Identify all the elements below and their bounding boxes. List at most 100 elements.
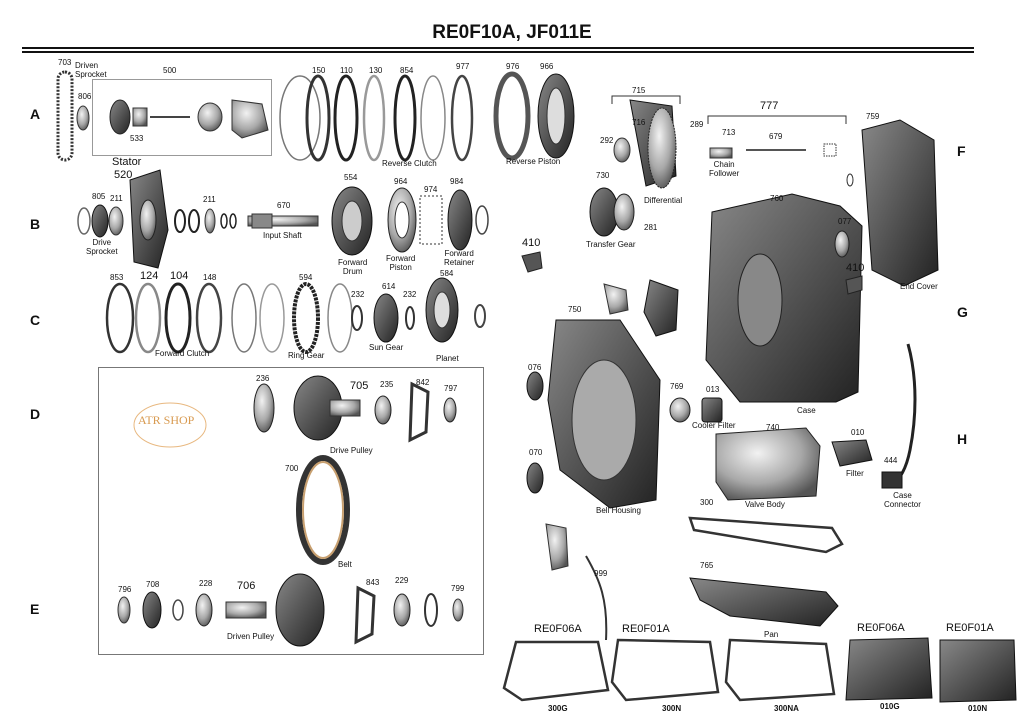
row-label-b: B [30, 216, 41, 232]
row-label-a: A [30, 106, 41, 122]
part-number-708: 708 [146, 580, 160, 589]
forward-retainer [447, 189, 489, 251]
drive-pulley-assembly [253, 375, 457, 443]
cooler-filter [669, 397, 723, 423]
transfer-gear [589, 187, 635, 237]
row-label-f: F [957, 143, 966, 159]
input-shaft [247, 213, 319, 229]
label-forward-clutch: Forward Clutch [155, 349, 210, 358]
part-number-759: 759 [866, 112, 880, 121]
part-number-976: 976 [506, 62, 520, 71]
diagram-title: RE0F10A, JF011E [432, 22, 592, 43]
part-number-730: 730 [596, 171, 610, 180]
differential [611, 95, 681, 189]
part-number-070: 070 [529, 448, 543, 457]
bell-housing-seals [526, 371, 544, 494]
part-number-703: 703 [58, 58, 72, 67]
input-shaft-seals [174, 208, 237, 234]
part-number-289: 289 [690, 120, 704, 129]
forward-clutch-pack [105, 282, 285, 354]
label-end-cover: End Cover [900, 282, 938, 291]
label-case-connector: Case Connector [884, 491, 921, 509]
label-cooler-filter: Cooler Filter [692, 421, 736, 430]
part-number-300g: 300G [548, 704, 568, 713]
title-rule-bottom [22, 51, 974, 53]
part-number-796: 796 [118, 585, 132, 594]
part-number-300: 300 [700, 498, 714, 507]
belt [296, 455, 350, 565]
part-number-554: 554 [344, 173, 358, 182]
row-label-c: C [30, 312, 41, 328]
part-number-853: 853 [110, 273, 124, 282]
label-stator: Stator [112, 156, 142, 168]
label-sun-gear: Sun Gear [369, 343, 404, 352]
label-drive-pulley: Drive Pulley [330, 446, 373, 455]
case [705, 193, 863, 403]
part-number-799: 799 [451, 584, 465, 593]
part-number-520: 520 [114, 169, 133, 181]
part-number-110: 110 [340, 66, 353, 75]
part-number-444: 444 [884, 456, 898, 465]
part-number-797: 797 [444, 384, 458, 393]
part-number-013: 013 [706, 385, 720, 394]
case-connector [881, 343, 917, 489]
part-number-750: 750 [568, 305, 582, 314]
part-number-716: 716 [632, 118, 646, 127]
watermark-logo [133, 402, 207, 448]
label-transfer-gear: Transfer Gear [586, 240, 636, 249]
part-number-842: 842 [416, 378, 430, 387]
filter [831, 439, 873, 467]
sun-gear [351, 293, 415, 343]
part-number-281: 281 [644, 223, 658, 232]
part-number-076: 076 [528, 363, 542, 372]
end-cover [846, 119, 939, 287]
part-number-974: 974 [424, 185, 438, 194]
row-label-h: H [957, 431, 968, 447]
gasket-300g [502, 640, 610, 702]
part-number-966: 966 [540, 62, 554, 71]
label-input-shaft: Input Shaft [263, 231, 302, 240]
label-driven-sprocket: Driven Sprocket [75, 61, 107, 79]
part-number-211-a: 211 [110, 194, 123, 203]
drive-sprocket [77, 204, 124, 238]
pulley-group-box [98, 367, 484, 655]
valve-body [715, 427, 821, 501]
part-number-977: 977 [456, 62, 470, 71]
part-number-292: 292 [600, 136, 614, 145]
part-number-713: 713 [722, 128, 736, 137]
pan [689, 577, 839, 627]
label-differential: Differential [644, 196, 683, 205]
part-number-150: 150 [312, 66, 326, 75]
label-filter: Filter [846, 469, 864, 478]
reverse-clutch-pack [279, 74, 474, 162]
ring-gear [292, 282, 353, 354]
part-number-124: 124 [140, 270, 159, 282]
label-forward-piston: Forward Piston [386, 254, 416, 272]
part-number-715: 715 [632, 86, 646, 95]
part-number-533: 533 [130, 134, 144, 143]
small-brackets [521, 251, 863, 337]
filter-010g [845, 637, 933, 701]
label-pan: Pan [764, 630, 779, 639]
part-number-614: 614 [382, 282, 396, 291]
part-number-300na: 300NA [774, 704, 799, 713]
pump-assembly-box [92, 79, 272, 156]
chain-follower-parts [707, 115, 847, 159]
label-driven-pulley: Driven Pulley [227, 632, 275, 641]
part-number-232-a: 232 [351, 290, 365, 299]
label-forward-retainer: Forward Retainer [444, 249, 475, 267]
driven-pulley-assembly [117, 573, 464, 647]
part-number-777: 777 [760, 100, 779, 112]
part-number-670: 670 [277, 201, 291, 210]
driven-sprocket [76, 105, 90, 131]
part-number-235: 235 [380, 380, 394, 389]
forward-return-spring [419, 195, 443, 245]
label-reverse-clutch: Reverse Clutch [382, 159, 437, 168]
part-number-999: 999 [594, 569, 608, 578]
part-number-760: 760 [770, 194, 784, 203]
gasket-300na [724, 638, 836, 702]
part-number-805: 805 [92, 192, 106, 201]
part-number-229: 229 [395, 576, 409, 585]
